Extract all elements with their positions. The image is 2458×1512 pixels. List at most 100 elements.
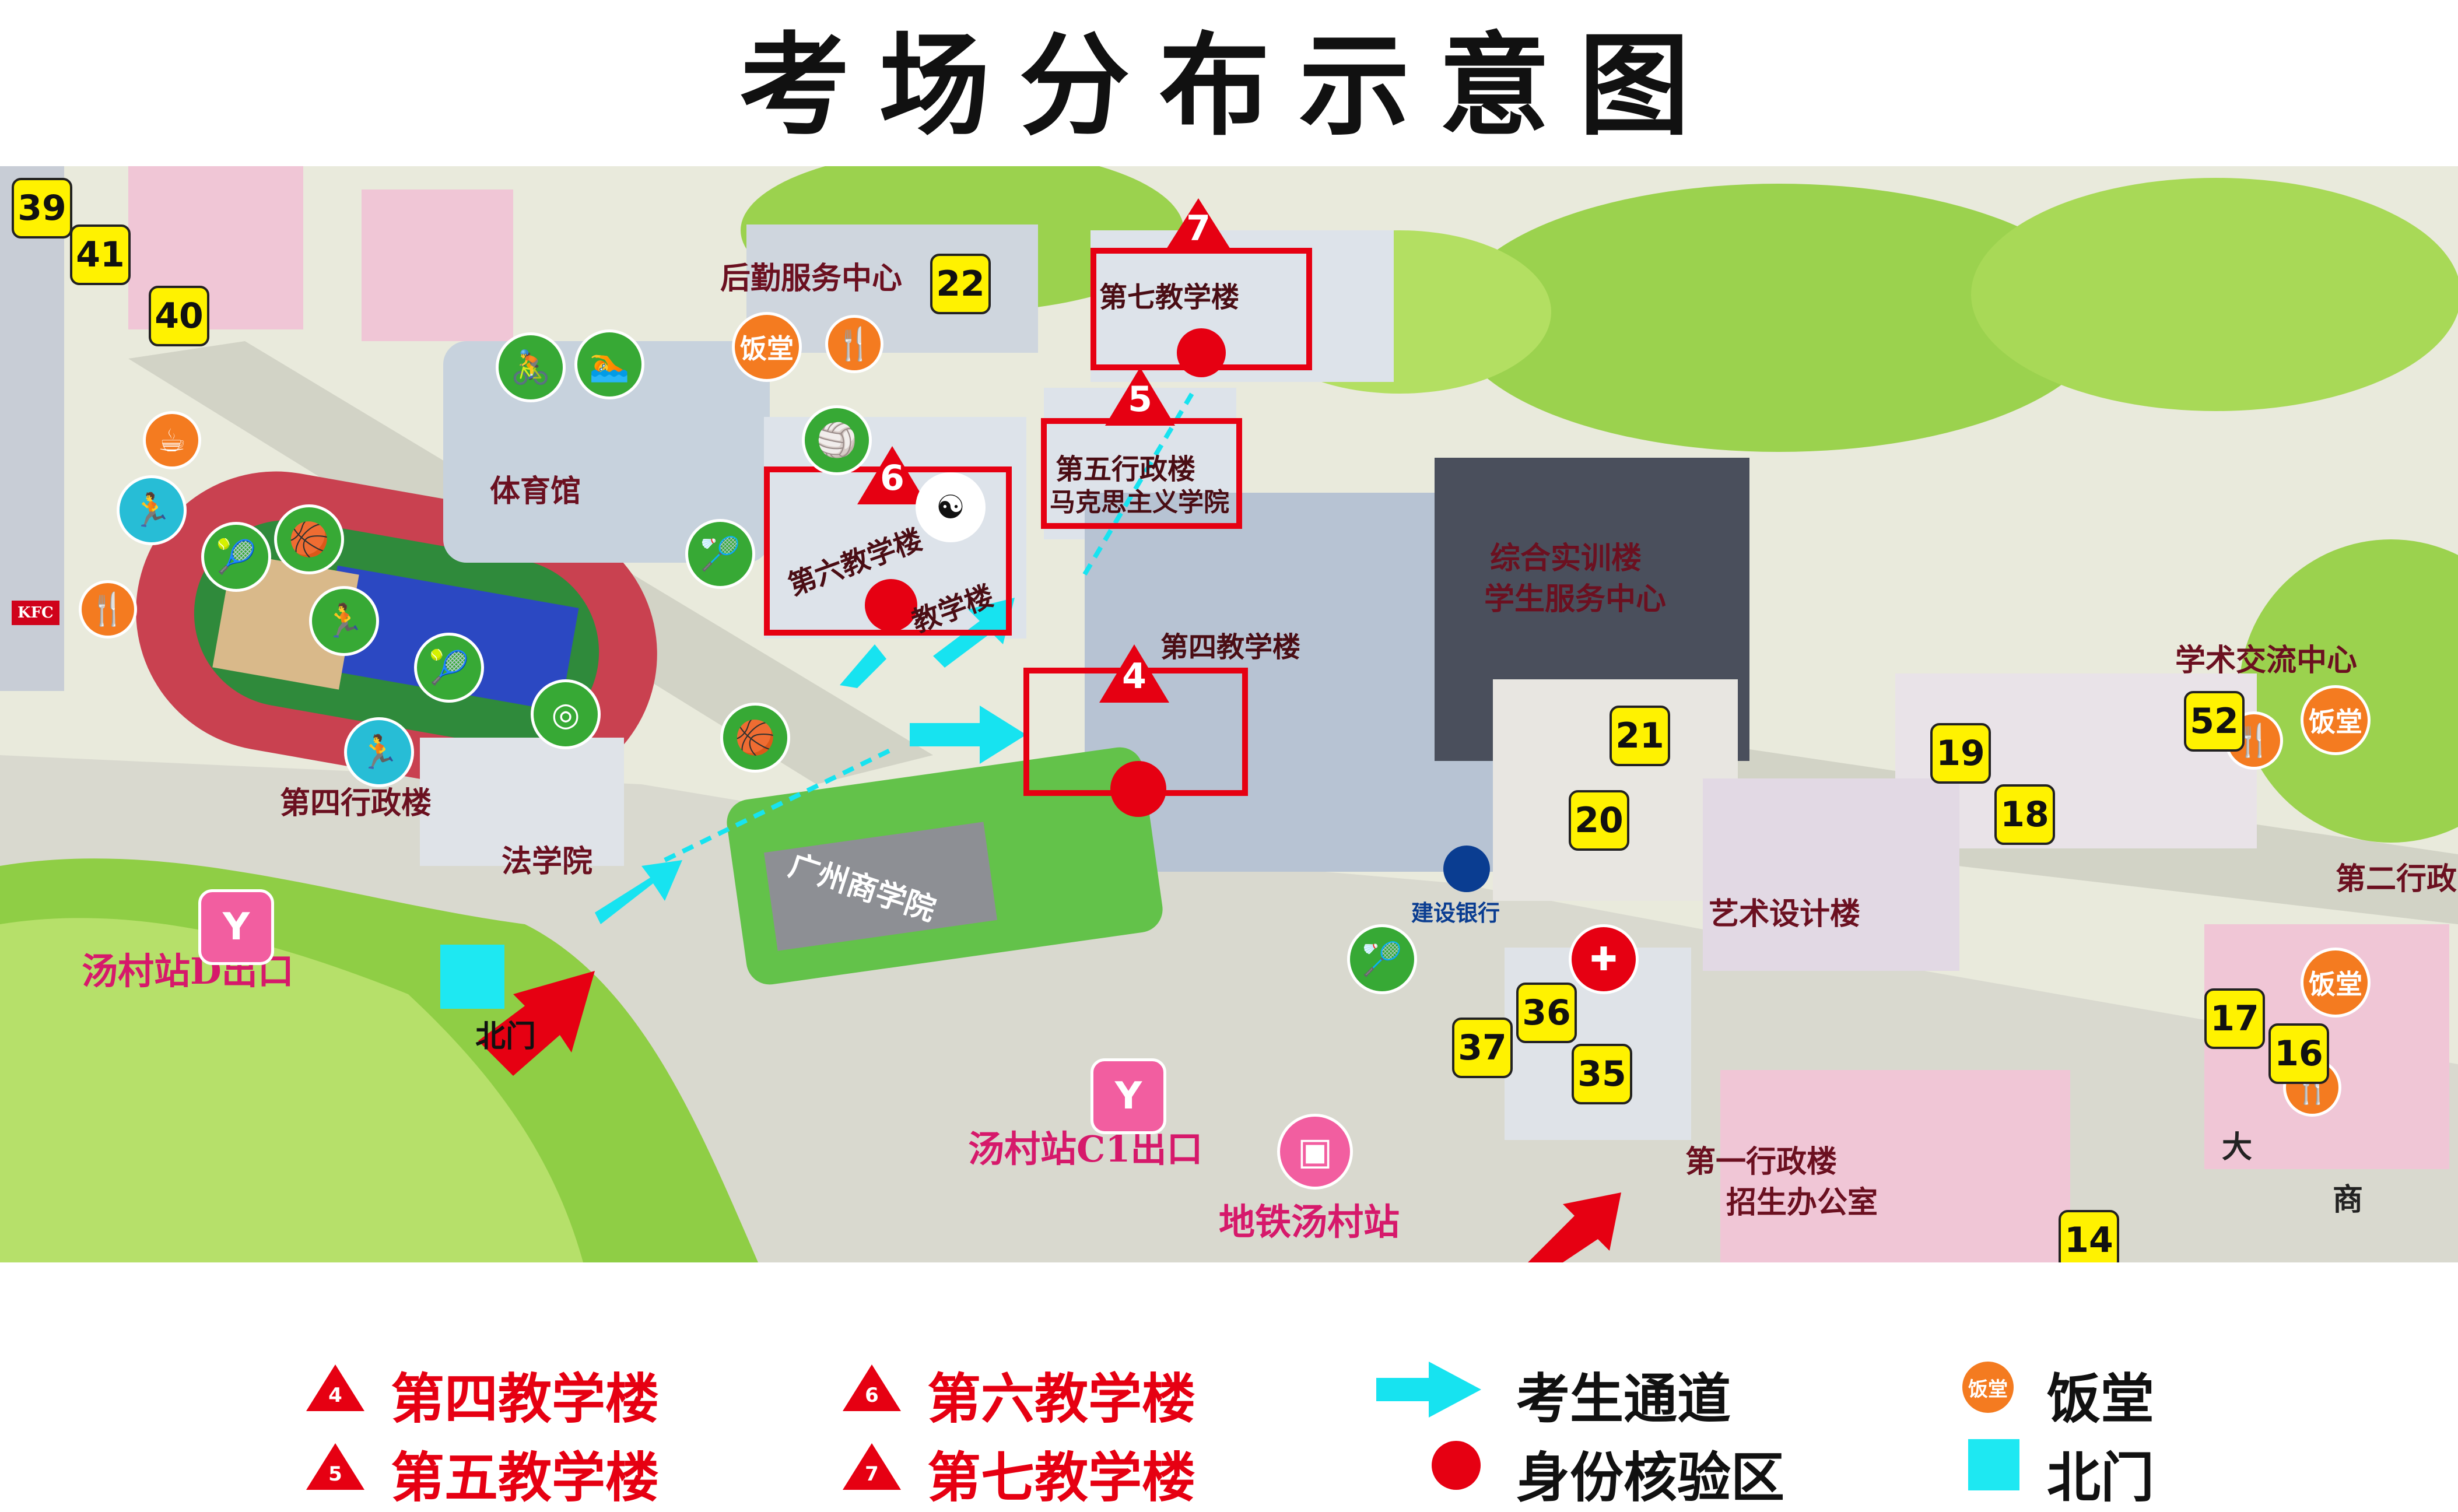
- building-tag-14: 14: [2059, 1210, 2119, 1262]
- label-bank: 建设银行: [1411, 900, 1500, 926]
- label-law-school: 法学院: [502, 844, 593, 879]
- canteen-icon-1: 饭堂: [732, 312, 802, 382]
- label-seventh-teaching: 第七教学楼: [1099, 281, 1240, 314]
- label-corner-right: 商: [2333, 1182, 2364, 1218]
- label-logistics: 后勤服务中心: [720, 261, 903, 296]
- bank-icon: [1443, 846, 1490, 892]
- building-first-admin: [1720, 1070, 2070, 1262]
- legend-site5: 第五教学楼: [391, 1447, 660, 1509]
- label-marxism-school: 马克思主义学院: [1050, 487, 1229, 517]
- exam-box-4[interactable]: [1023, 668, 1248, 796]
- fork-icon-4: 🍴: [79, 580, 137, 639]
- swimming-icon: 🏊: [574, 329, 644, 399]
- label-academic-exchange: 学术交流中心: [2175, 643, 2358, 678]
- legend-north-gate-square: [1968, 1439, 2019, 1490]
- north-gate-marker: [440, 945, 504, 1009]
- legend: 4 5 6 7 第四教学楼 第五教学楼 第六教学楼 第七教学楼 考生通道 身份核…: [0, 1262, 2458, 1509]
- label-gym: 体育馆: [490, 473, 581, 509]
- legend-site7-num: 7: [865, 1462, 879, 1486]
- legend-verification: 身份核验区: [1516, 1447, 1785, 1509]
- campus-map[interactable]: 7 5 6 4 第七教学楼 第五行政楼 马克思主义学院 第六教学楼 教学楼 第四…: [0, 166, 2458, 1262]
- building-tag-36: 36: [1516, 983, 1577, 1043]
- exam-box-7[interactable]: [1091, 248, 1312, 370]
- label-metro-station: 地铁汤村站: [1219, 1201, 1400, 1243]
- label-kfc: KFC: [12, 601, 59, 625]
- building-tag-19: 19: [1930, 723, 1991, 784]
- legend-site6-num: 6: [865, 1384, 879, 1407]
- page-title: 考场分布示意图: [739, 21, 1719, 150]
- label-corner-right-b: 大: [2222, 1129, 2253, 1165]
- legend-icons: [306, 1362, 2019, 1490]
- building-tag-52: 52: [2184, 691, 2245, 752]
- label-art-design: 艺术设计楼: [1709, 896, 1861, 932]
- passage-dash: [664, 747, 893, 862]
- label-north-gate: 北门: [475, 1019, 537, 1054]
- legend-north-gate: 北门: [2047, 1447, 2155, 1509]
- legend-canteen-icon: 饭堂: [1959, 1359, 2017, 1416]
- badminton-icon: 🏸: [685, 519, 755, 589]
- volleyball-icon: 🏐: [802, 405, 872, 475]
- exam-box-5[interactable]: [1041, 418, 1242, 529]
- legend-site6: 第六教学楼: [927, 1368, 1196, 1430]
- metro-icon-c: Y: [1091, 1058, 1166, 1134]
- south-arrow: [1528, 1192, 1621, 1262]
- building-art: [1703, 778, 1959, 971]
- canteen-icon-3: 饭堂: [2301, 948, 2371, 1018]
- building-tag-35: 35: [1572, 1044, 1632, 1104]
- bus-icon: ▣: [1277, 1114, 1353, 1190]
- building-law: [420, 738, 624, 866]
- legend-site4: 第四教学楼: [391, 1368, 660, 1430]
- canteen-icon-2: 饭堂: [2301, 685, 2371, 755]
- exam-marker-5-num: 5: [1128, 379, 1152, 420]
- legend-site7: 第七教学楼: [927, 1447, 1196, 1509]
- label-second-admin: 第二行政: [2336, 861, 2457, 897]
- building-tag-39: 39: [12, 178, 72, 238]
- green-bottom-left-light: [0, 918, 583, 1262]
- trees-right: [1971, 178, 2458, 411]
- building-tag-17: 17: [2204, 988, 2265, 1049]
- cycling-icon: 🚴: [496, 332, 566, 402]
- yinyang-icon: ☯: [916, 472, 986, 542]
- coffee-icon: ☕: [143, 411, 201, 469]
- label-fifth-admin: 第五行政楼: [1056, 453, 1196, 486]
- track-icon: ◎: [531, 679, 601, 749]
- building-seventh: [1091, 230, 1394, 382]
- label-first-admin: 第一行政楼: [1685, 1144, 1838, 1180]
- building-tag-22: 22: [930, 254, 991, 314]
- label-fourth-admin: 第四行政楼: [280, 785, 432, 821]
- legend-canteen: 饭堂: [2047, 1368, 2155, 1430]
- tennis-icon: 🎾: [201, 522, 271, 592]
- label-fourth-teaching: 第四教学楼: [1160, 631, 1301, 664]
- building-pink-2: [362, 190, 513, 341]
- building-tag-18: 18: [1994, 784, 2055, 845]
- north-gate-arrow: [478, 971, 595, 1076]
- label-student-service: 学生服务中心: [1484, 581, 1667, 617]
- fork-icon-1: 🍴: [825, 315, 883, 373]
- building-tag-21: 21: [1610, 706, 1670, 766]
- map-background: [0, 166, 2458, 1262]
- metro-icon-d: Y: [198, 889, 274, 965]
- tennis-icon-2: 🎾: [414, 633, 484, 703]
- running-icon-3: 🏃: [117, 475, 187, 545]
- gate-stone: [764, 822, 997, 951]
- running-icon-2: 🏃: [344, 717, 414, 787]
- building-tag-41: 41: [70, 224, 131, 285]
- building-tag-40: 40: [149, 286, 209, 346]
- label-metro-c: 汤村站C1出口: [968, 1128, 1203, 1170]
- legend-site5-num: 5: [328, 1462, 342, 1486]
- hospital-icon: ✚: [1569, 924, 1639, 994]
- legend-site4-num: 4: [328, 1384, 342, 1407]
- label-training: 综合实训楼: [1490, 541, 1642, 576]
- basketball-icon-2: 🏀: [720, 703, 790, 773]
- exam-marker-4-num: 4: [1122, 656, 1146, 697]
- building-tag-16: 16: [2268, 1023, 2329, 1084]
- badminton-icon-2: 🏸: [1347, 924, 1417, 994]
- basketball-icon: 🏀: [274, 504, 344, 574]
- trees-top-right: [1452, 184, 2105, 452]
- exam-marker-6-num: 6: [880, 458, 904, 499]
- exam-box-6[interactable]: [764, 466, 1012, 636]
- building-tag-37: 37: [1452, 1018, 1513, 1078]
- exam-marker-7-num: 7: [1186, 208, 1211, 249]
- legend-passage: 考生通道: [1516, 1368, 1731, 1430]
- running-icon: 🏃: [309, 586, 379, 656]
